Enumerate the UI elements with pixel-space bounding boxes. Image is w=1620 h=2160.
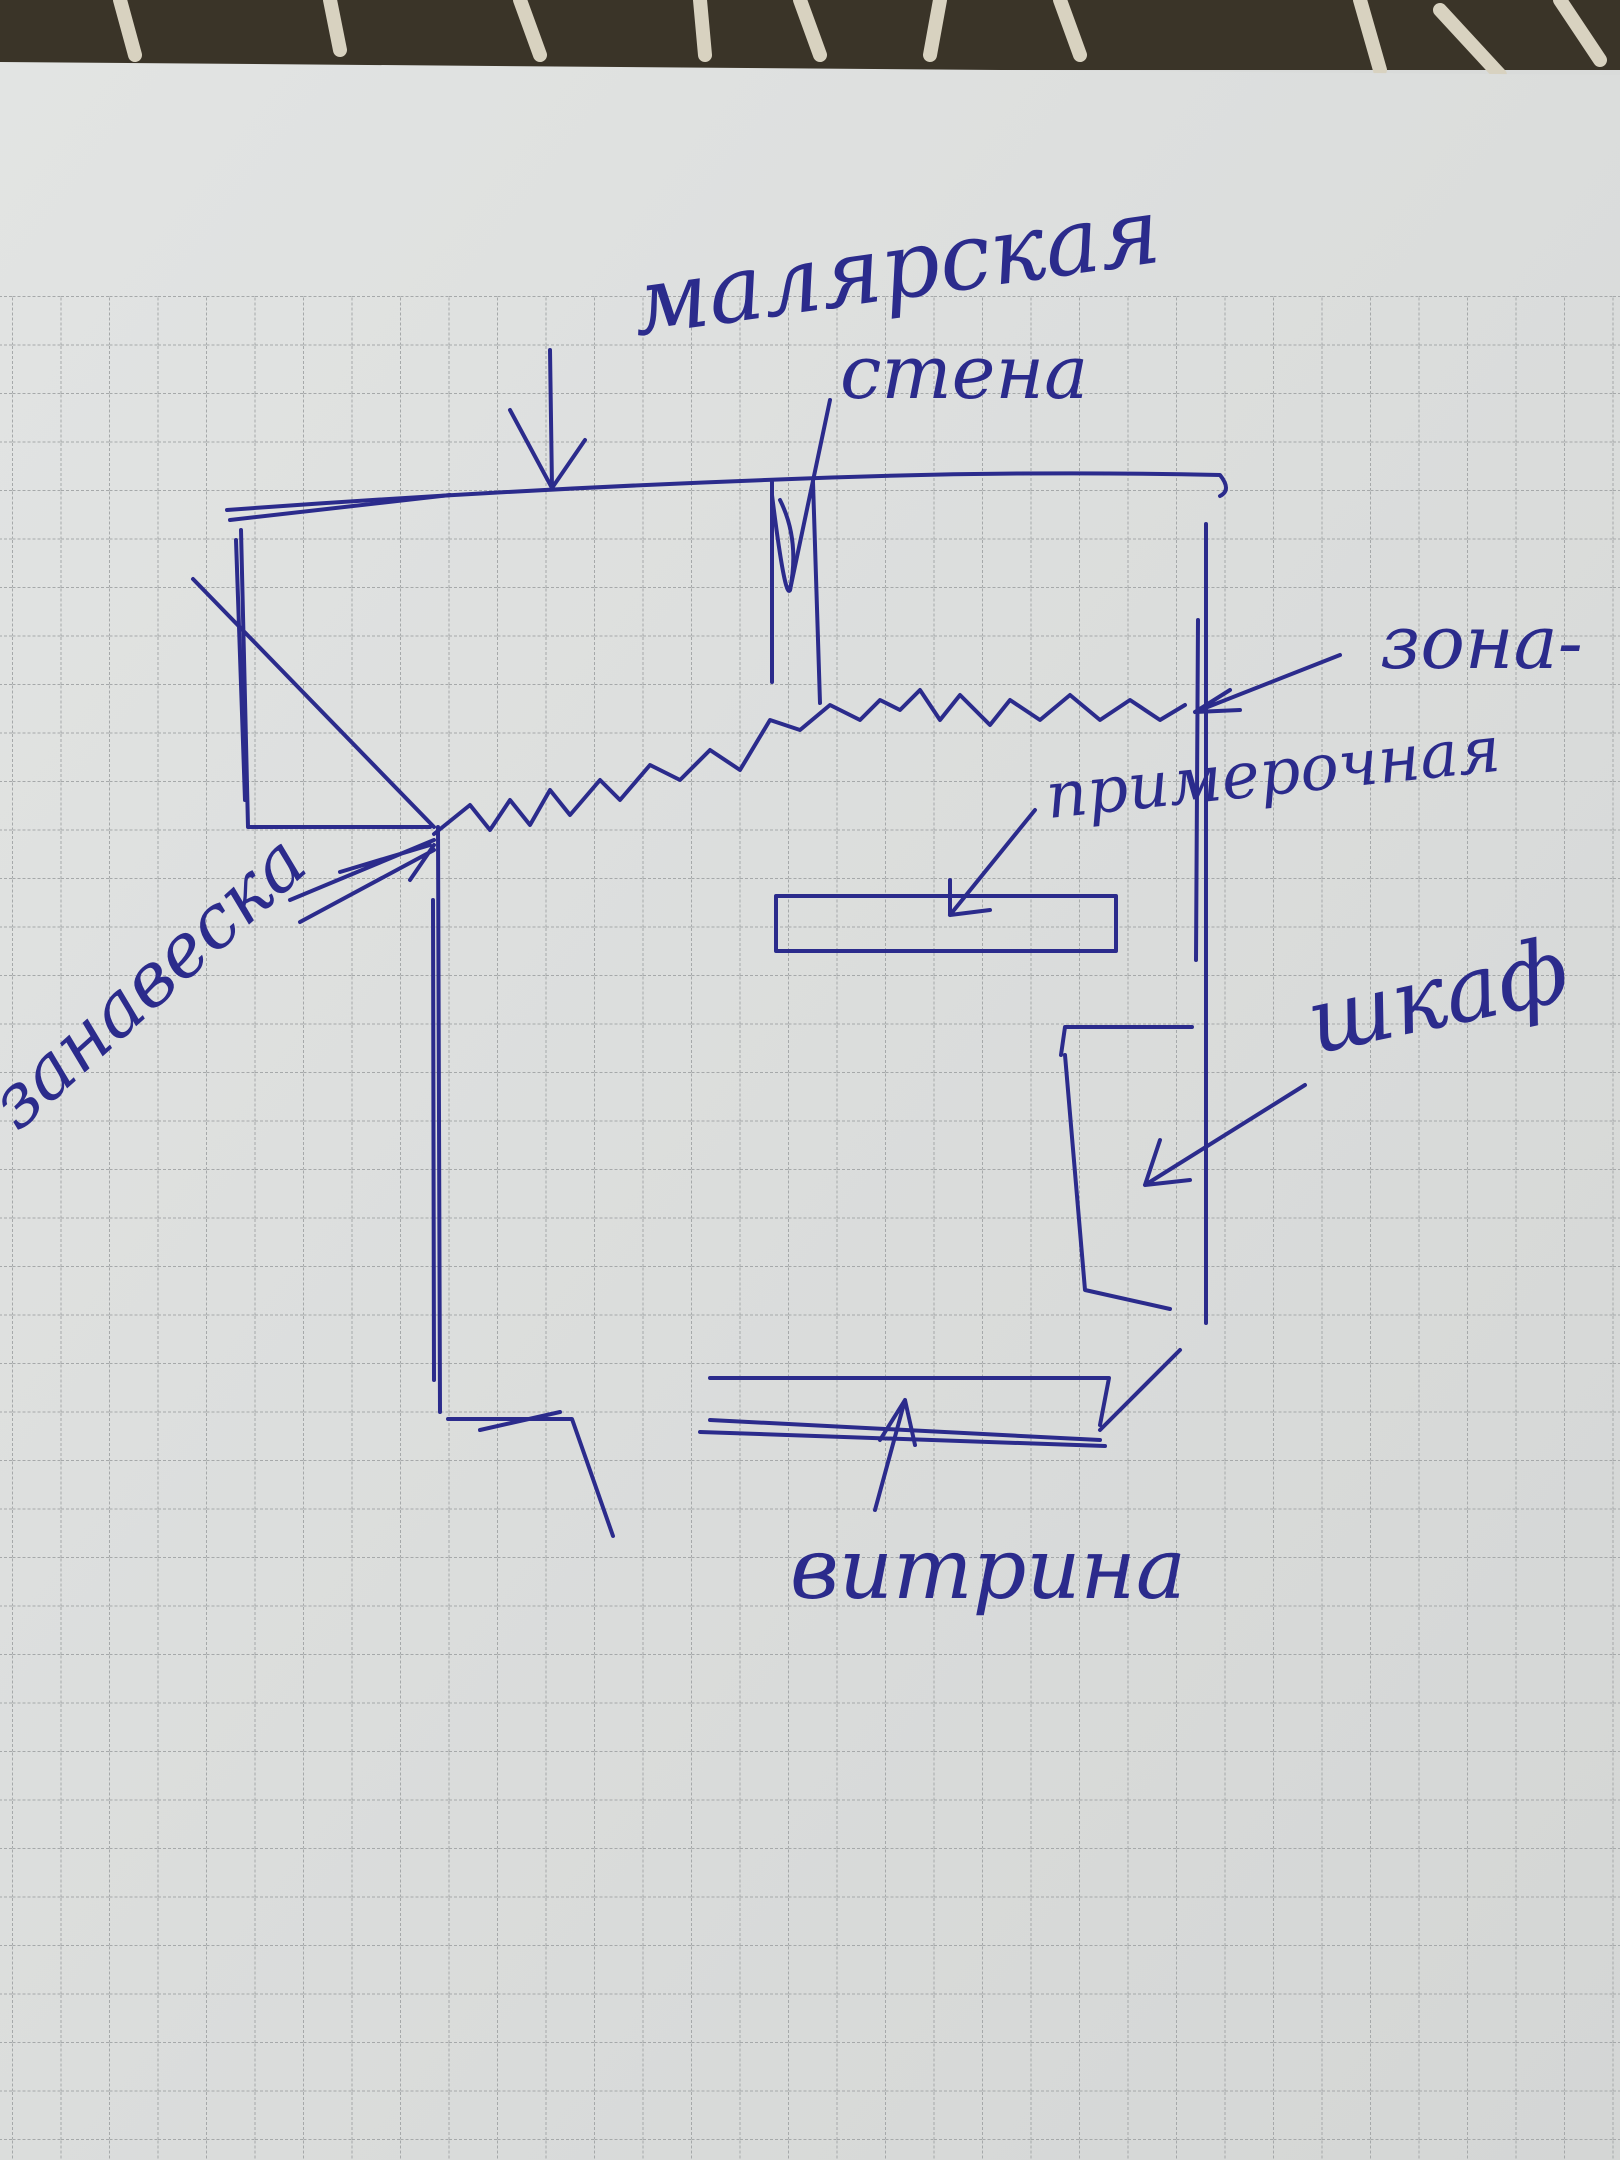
right-wall — [1194, 522, 1208, 1325]
showcase — [698, 1376, 1111, 1448]
label-wall-line2: стена — [840, 330, 1089, 416]
showcase-arrow — [873, 1398, 917, 1512]
door — [446, 1410, 615, 1538]
top-wall-left-stroke — [228, 493, 452, 522]
drawing — [191, 348, 1342, 1538]
cabinet — [1059, 1025, 1194, 1311]
label-zone-line1: зона- — [1380, 600, 1583, 686]
label-showcase: витрина — [790, 1520, 1186, 1618]
curtain-arrows — [288, 838, 436, 924]
curtain-zigzag — [432, 688, 1187, 836]
rack — [774, 894, 1118, 953]
wall-arrow — [508, 348, 587, 490]
cabinet-arrow — [1143, 1083, 1307, 1187]
zone-arrow — [1193, 653, 1342, 714]
left-niche — [191, 528, 436, 829]
column-pointer — [788, 398, 832, 592]
graph-grid — [0, 296, 1620, 2160]
left-wall — [431, 825, 442, 1414]
rack-arrow — [948, 808, 1037, 917]
fringe-threads — [113, 0, 1607, 82]
showcase-arrow-right — [1098, 1348, 1182, 1432]
